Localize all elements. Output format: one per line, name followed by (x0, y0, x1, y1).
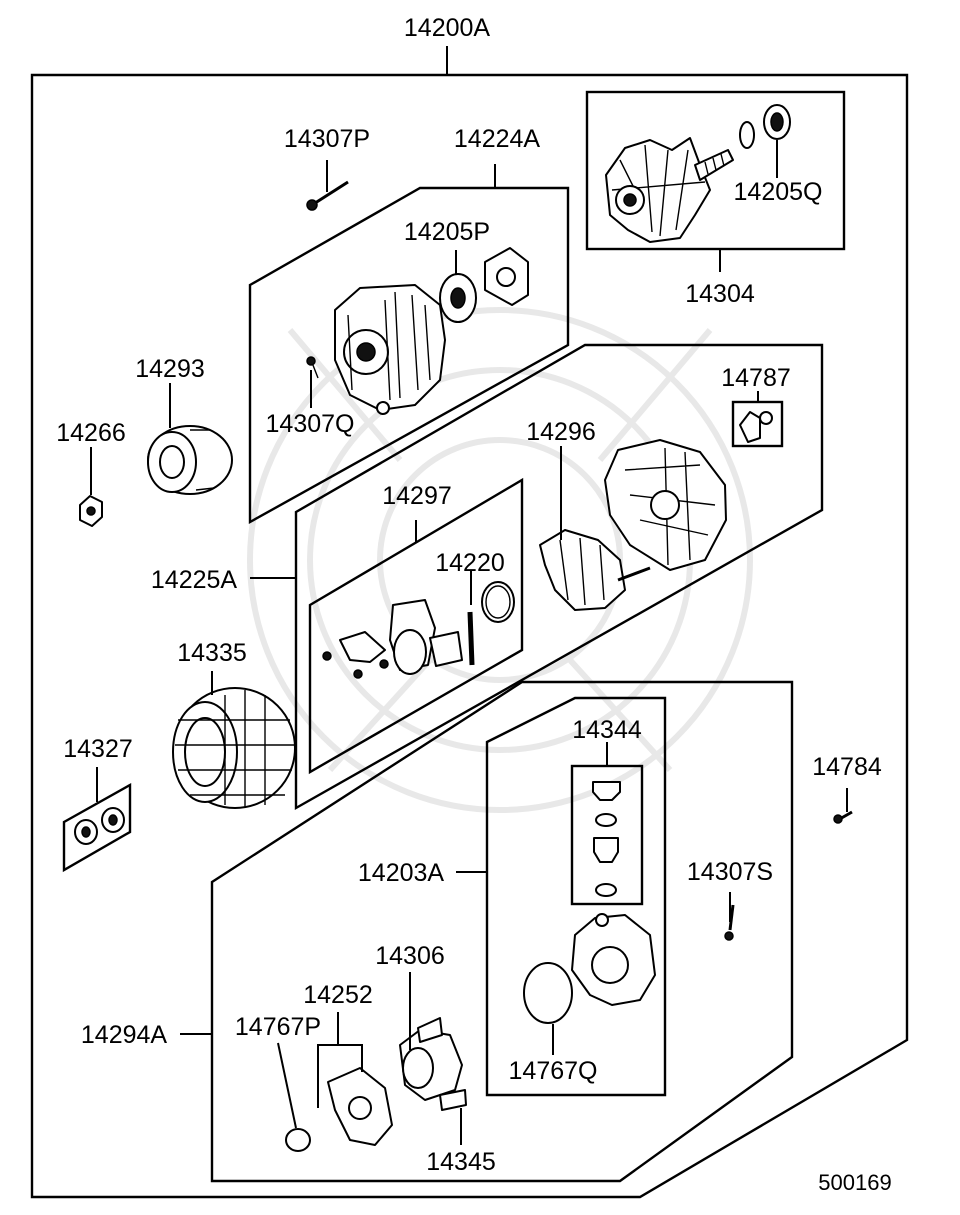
rotor-box (585, 90, 846, 251)
part-label-14787: 14787 (721, 364, 791, 392)
part-label-14252: 14252 (303, 981, 373, 1009)
pulley-nut-illustration (79, 447, 103, 527)
part-label-14200A: 14200A (404, 14, 491, 42)
part-label-14306: 14306 (375, 942, 445, 970)
seal-kit-illustration (62, 767, 132, 873)
diagram-id: 500169 (818, 1170, 891, 1195)
front-bracket-frame (248, 186, 570, 525)
part-label-14225A: 14225A (151, 566, 238, 594)
part-label-14335: 14335 (177, 639, 247, 667)
stator-illustration (172, 671, 296, 809)
pulley-illustration (147, 383, 233, 495)
regulator-frame (308, 477, 524, 775)
part-label-14307S: 14307S (687, 858, 773, 886)
part-label-14294A: 14294A (81, 1021, 168, 1049)
part-label-14327: 14327 (63, 735, 133, 763)
part-label-14307Q: 14307Q (266, 410, 355, 438)
vacuum-pump-frame (210, 680, 794, 1183)
part-label-14224A: 14224A (454, 125, 541, 153)
part-label-14220: 14220 (435, 549, 505, 577)
brush-holder-illustration (322, 570, 515, 679)
part-label-14203A: 14203A (358, 859, 445, 887)
assembly-outer-frame (30, 46, 909, 1199)
front-bracket-illustration (306, 247, 529, 415)
part-label-14784: 14784 (812, 753, 882, 781)
rear-bracket-illustration (539, 439, 727, 611)
screw-14307S-illustration (724, 892, 735, 941)
part-label-14767P: 14767P (235, 1013, 321, 1041)
pump-housing-illustration (523, 913, 656, 1055)
part-label-14344: 14344 (572, 716, 642, 744)
part-label-14205P: 14205P (404, 218, 490, 246)
part-label-14304: 14304 (685, 280, 755, 308)
part-label-14205Q: 14205Q (734, 178, 823, 206)
part-label-14266: 14266 (56, 419, 126, 447)
part-label-14767Q: 14767Q (509, 1057, 598, 1085)
through-bolt-illustration (306, 160, 349, 211)
check-valve-illustration (592, 781, 621, 897)
part-label-14296: 14296 (526, 418, 596, 446)
part-label-14345: 14345 (426, 1148, 496, 1176)
terminal-cover-illustration (731, 391, 784, 448)
pump-housing-frame (485, 696, 667, 1097)
part-label-14297: 14297 (382, 482, 452, 510)
part-label-14307P: 14307P (284, 125, 370, 153)
part-label-14293: 14293 (135, 355, 205, 383)
rear-bracket-frame (294, 343, 824, 811)
vacuum-pump-parts-illustration (277, 972, 467, 1152)
bolt-14784-illustration (833, 788, 853, 824)
rotor-illustration (605, 104, 791, 243)
